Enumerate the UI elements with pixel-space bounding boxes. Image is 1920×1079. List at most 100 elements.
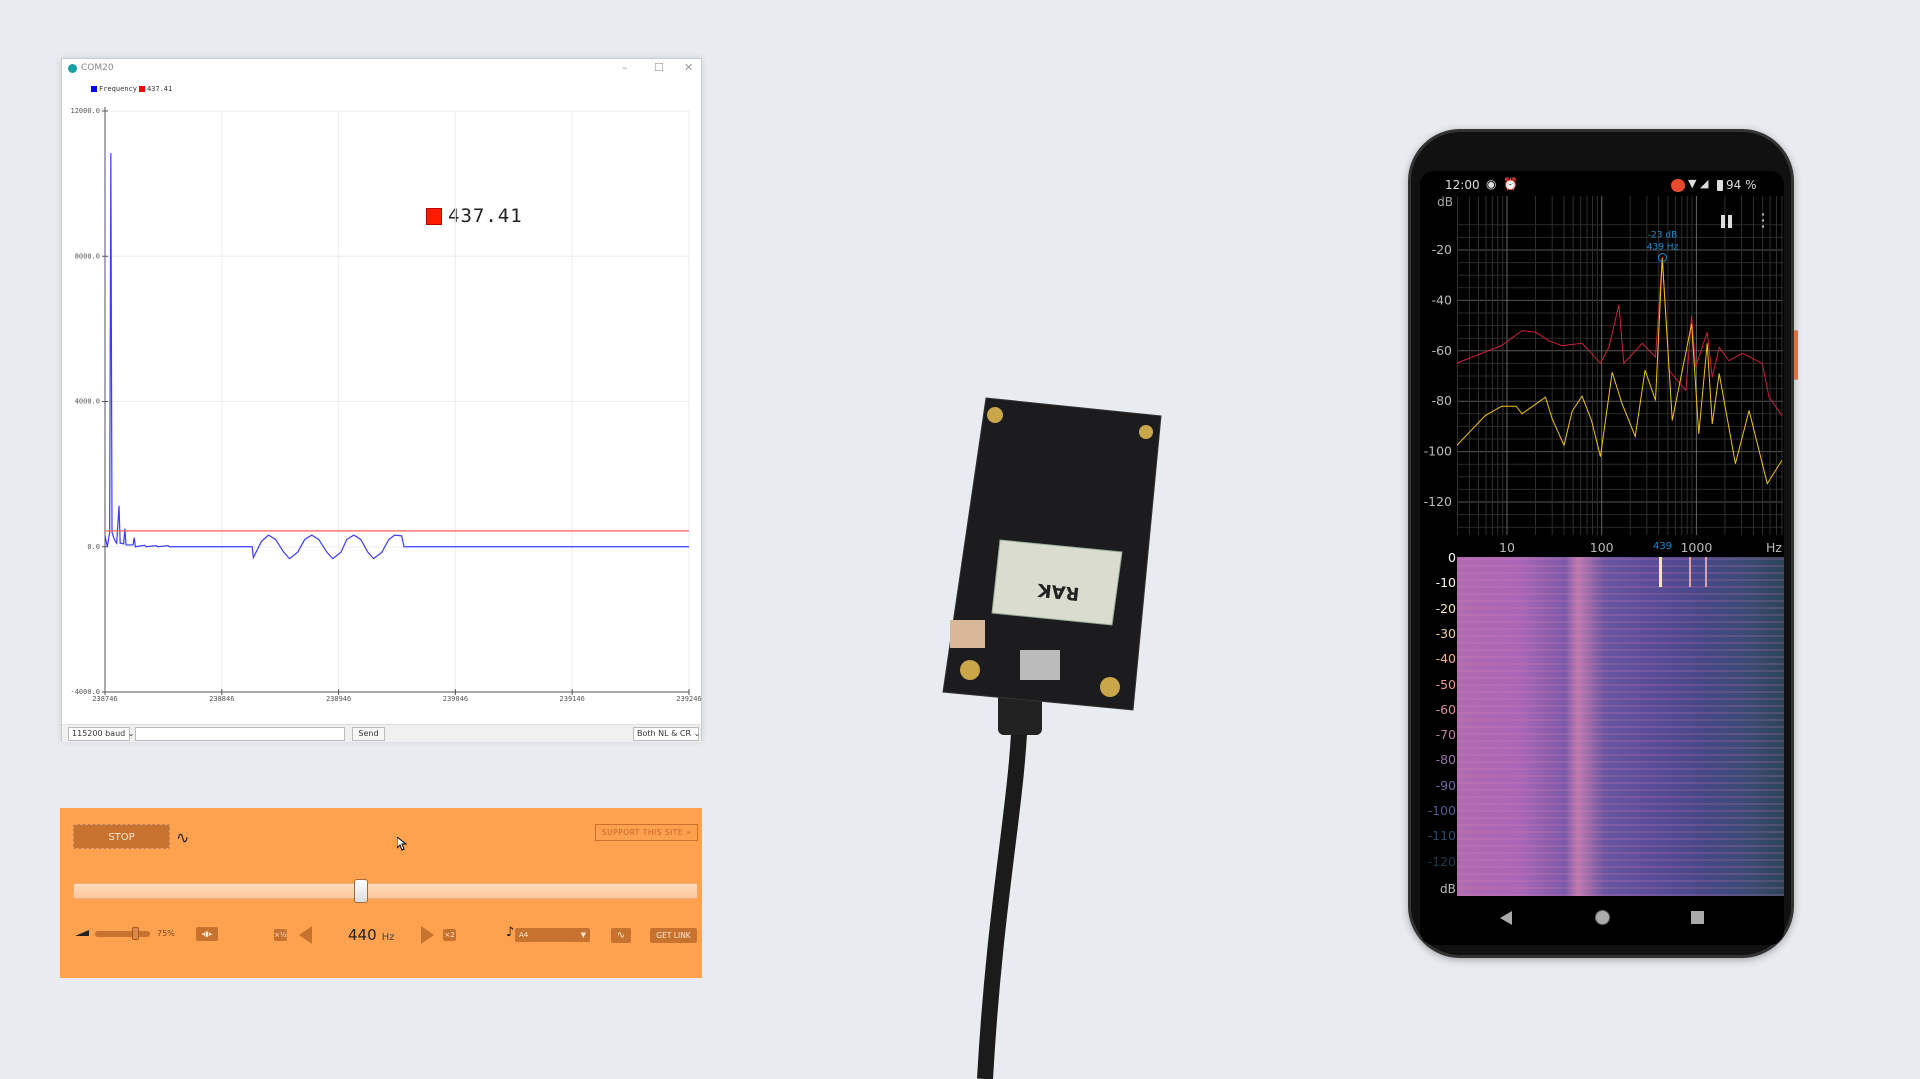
spectrogram-db-label: -10 [1435, 575, 1456, 591]
peak-marker [1658, 253, 1668, 263]
spectrogram-db-label: -40 [1435, 651, 1456, 667]
wifi-icon: ▼ [1688, 177, 1697, 190]
spectrogram-db-label: -30 [1435, 625, 1456, 641]
nav-bar [1420, 905, 1784, 931]
spectrogram-db-label: -110 [1427, 828, 1456, 844]
maximize-button[interactable]: ☐ [654, 61, 664, 74]
arduino-icon [68, 64, 77, 73]
get-link-button[interactable]: GET LINK [650, 928, 697, 943]
mounting-hole [1139, 425, 1153, 439]
double-frequency-button[interactable]: ×2 [443, 929, 456, 941]
frequency-unit: Hz [381, 932, 395, 943]
series-line-frequency [104, 153, 689, 560]
y-tick-label: -100 [1424, 444, 1452, 459]
record-status-icon: ◉ [1486, 177, 1497, 191]
y-tick-label: -80 [1432, 393, 1452, 408]
pause-button[interactable] [1721, 215, 1732, 228]
status-time: 12:00 [1445, 178, 1480, 192]
y-tick-label: -4000.0 [70, 688, 100, 696]
signal-icon: ◢ [1700, 177, 1709, 190]
spectrogram-db-label: -120 [1427, 853, 1456, 869]
y-tick-label: 4000.0 [75, 398, 100, 406]
x-tick-label: 239146 [560, 695, 585, 703]
spectrogram-db-label: -90 [1435, 777, 1456, 793]
frequency-value: 440 [348, 926, 377, 944]
peak-db-label: -23 dB [1648, 231, 1677, 241]
volume-icon [75, 930, 89, 936]
frequency-slider[interactable] [73, 883, 698, 899]
close-button[interactable]: ✕ [684, 61, 694, 74]
y-tick-label: -40 [1432, 292, 1452, 307]
y-tick-label: -20 [1432, 242, 1452, 257]
peak-hold-line [1456, 257, 1783, 416]
spectrogram-db-label: -100 [1427, 803, 1456, 818]
title-bar: COM20 – ☐ ✕ [62, 59, 701, 78]
spectrogram-db-label: -70 [1435, 727, 1456, 743]
x-tick-label: 1000 [1680, 540, 1712, 555]
peak-hz-label: 439 Hz [1647, 243, 1679, 253]
spectrogram-tone-band [1457, 557, 1784, 587]
device-logo: RAK [1036, 579, 1081, 604]
battery-level: 94 % [1726, 178, 1757, 192]
back-button[interactable] [1500, 911, 1512, 925]
rak-device: RAK [942, 397, 1162, 1079]
recents-button[interactable] [1691, 911, 1704, 924]
x-tick-label: 239246 [676, 695, 701, 703]
peak-x-label: 439 [1653, 541, 1672, 552]
x-tick-label: 239046 [443, 695, 468, 703]
y-unit: dB [1437, 195, 1453, 209]
decrease-frequency-button[interactable] [299, 926, 312, 944]
value-overlay: 437.41 [426, 205, 523, 227]
legend-swatch-blue [91, 86, 97, 92]
waveform-button[interactable]: ∿ [611, 928, 631, 943]
alarm-icon: ⏰ [1503, 177, 1518, 191]
screen-record-icon [1671, 179, 1685, 192]
home-button[interactable] [1595, 910, 1610, 925]
minimize-button[interactable]: – [622, 61, 628, 74]
volume-slider-thumb[interactable] [132, 927, 140, 940]
balance-button[interactable]: ◂▮▸ [196, 927, 218, 941]
legend-swatch-red [138, 86, 145, 92]
frequency-display[interactable]: 440 Hz [348, 925, 395, 944]
y-tick-label: 8000.0 [75, 252, 100, 260]
line-ending-select[interactable]: Both NL & CR ⌄ [633, 727, 700, 741]
battery-icon [1717, 180, 1723, 191]
baud-select[interactable]: 115200 baud ⌄ [68, 727, 134, 741]
halve-frequency-button[interactable]: ×½ [274, 929, 287, 941]
signal-spectrum-line [1456, 258, 1783, 485]
send-button[interactable]: Send [352, 727, 385, 741]
y-tick-label: -120 [1424, 494, 1452, 509]
value-swatch [426, 207, 442, 225]
value-label: 437.41 [448, 205, 523, 227]
spectrogram-db-label: -50 [1435, 676, 1456, 692]
x-tick-label: 100 [1590, 540, 1614, 555]
x-tick-label: 238846 [209, 695, 234, 703]
legend: Frequency 437.41 [91, 85, 172, 93]
note-select[interactable]: A4▼ [515, 928, 590, 942]
x-tick-label: 238746 [92, 695, 117, 703]
spectrogram-db-label: 0 [1448, 550, 1456, 565]
x-unit: Hz [1766, 540, 1782, 555]
tone-generator: STOP ∿ SUPPORT THIS SITE » 75% ◂▮▸ ×½ 44… [60, 808, 702, 978]
support-button[interactable]: SUPPORT THIS SITE » [595, 824, 698, 841]
frequency-slider-thumb[interactable] [353, 879, 368, 903]
increase-frequency-button[interactable] [421, 926, 434, 944]
status-bar: 12:00 ◉ ⏰ ▼ ◢ 94 % [1420, 177, 1784, 198]
more-options-icon[interactable]: ··· [1760, 205, 1766, 236]
volume-percent: 75% [157, 929, 175, 938]
sine-wave-icon: ∿ [176, 828, 190, 847]
spectrogram-db-label: -80 [1435, 752, 1456, 768]
window-title: COM20 [81, 63, 114, 73]
serial-input[interactable] [135, 727, 345, 741]
phone-side-button[interactable] [1794, 330, 1798, 380]
stop-button[interactable]: STOP [73, 824, 170, 849]
y-tick-label: 0.0 [87, 543, 100, 551]
rak-module [991, 539, 1123, 626]
legend-frequency: Frequency [99, 85, 137, 93]
volume-slider[interactable] [95, 931, 150, 937]
spectrogram [1457, 557, 1784, 896]
music-note-icon: ♪ [506, 925, 515, 940]
x-tick-label: 238946 [326, 695, 351, 703]
